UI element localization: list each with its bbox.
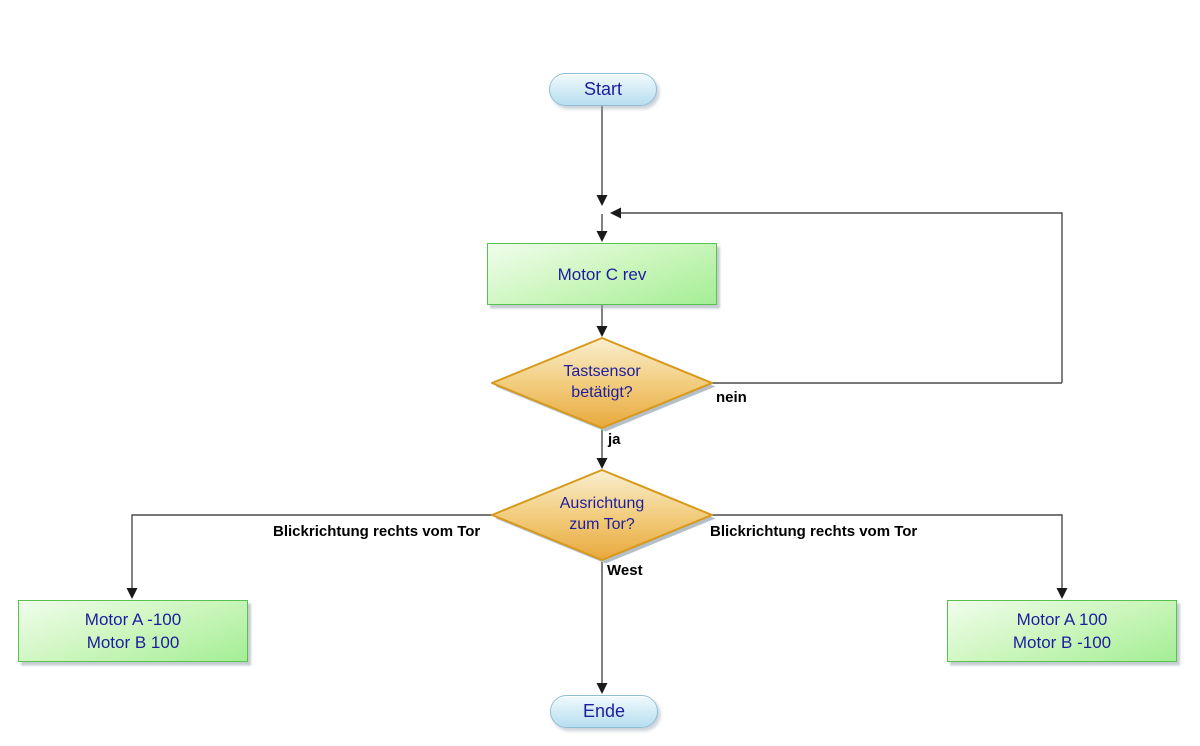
arrowhead-into-ende (596, 683, 608, 694)
node-motor-right-line2: Motor B -100 (1012, 633, 1112, 652)
decision-tastsensor-shape (491, 337, 713, 429)
edge-label-left-branch: Blickrichtung rechts vom Tor (273, 523, 481, 540)
node-ende-label: Ende (582, 701, 626, 721)
node-motor-left: Motor A -100 Motor B 100 (18, 600, 248, 662)
arrowhead-into-junction (596, 195, 608, 206)
edge-label-ja: ja (608, 431, 621, 448)
node-motor-c-rev: Motor C rev (487, 243, 717, 305)
node-motor-right-line1: Motor A 100 (1016, 610, 1108, 629)
arrowhead-into-motorc (596, 231, 608, 242)
node-ende: Ende (550, 695, 658, 728)
arrowhead-into-tastsensor (596, 326, 608, 337)
node-motor-left-line2: Motor B 100 (86, 633, 180, 652)
edge-label-right-branch: Blickrichtung rechts vom Tor (710, 523, 918, 540)
arrowhead-into-motor-right (1056, 588, 1068, 599)
edge-label-west: West (607, 562, 643, 579)
node-motor-c-rev-label: Motor C rev (557, 264, 647, 284)
decision-ausrichtung-shape (491, 469, 713, 561)
node-motor-left-line1: Motor A -100 (84, 610, 182, 629)
node-start-label: Start (583, 79, 622, 99)
node-motor-right: Motor A 100 Motor B -100 (947, 600, 1177, 662)
arrowhead-into-motor-left (126, 588, 138, 599)
arrowhead-into-ausrichtung (596, 458, 608, 469)
node-start: Start (549, 73, 657, 106)
arrowhead-loop-into-junction (610, 207, 621, 219)
edge-label-nein: nein (716, 389, 747, 406)
